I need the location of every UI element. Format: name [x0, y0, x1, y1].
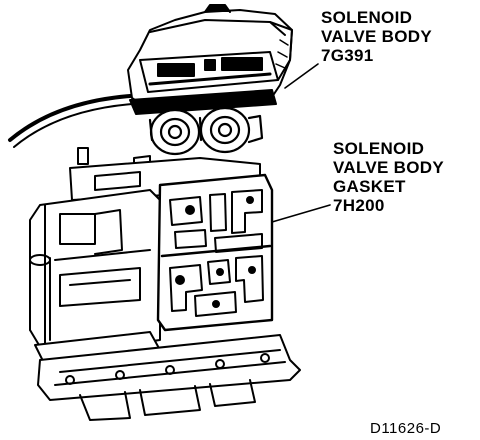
callout-line: VALVE BODY: [321, 27, 432, 46]
transmission-case-drawing: [29, 147, 301, 421]
part-number: 7G391: [321, 46, 374, 65]
part-number: 7H200: [333, 196, 385, 215]
leader-line-gasket: [271, 204, 331, 223]
leader-line-valve-body: [284, 63, 319, 89]
solenoid-valve-body-drawing: [8, 4, 293, 156]
callout-line: GASKET: [333, 177, 406, 196]
callout-solenoid-valve-body-gasket: SOLENOID VALVE BODY GASKET 7H200: [333, 139, 444, 215]
callout-line: VALVE BODY: [333, 158, 444, 177]
callout-line: SOLENOID: [333, 139, 425, 158]
callout-solenoid-valve-body: SOLENOID VALVE BODY 7G391: [321, 8, 432, 65]
callout-line: SOLENOID: [321, 8, 413, 27]
figure-id: D11626-D: [370, 420, 442, 437]
